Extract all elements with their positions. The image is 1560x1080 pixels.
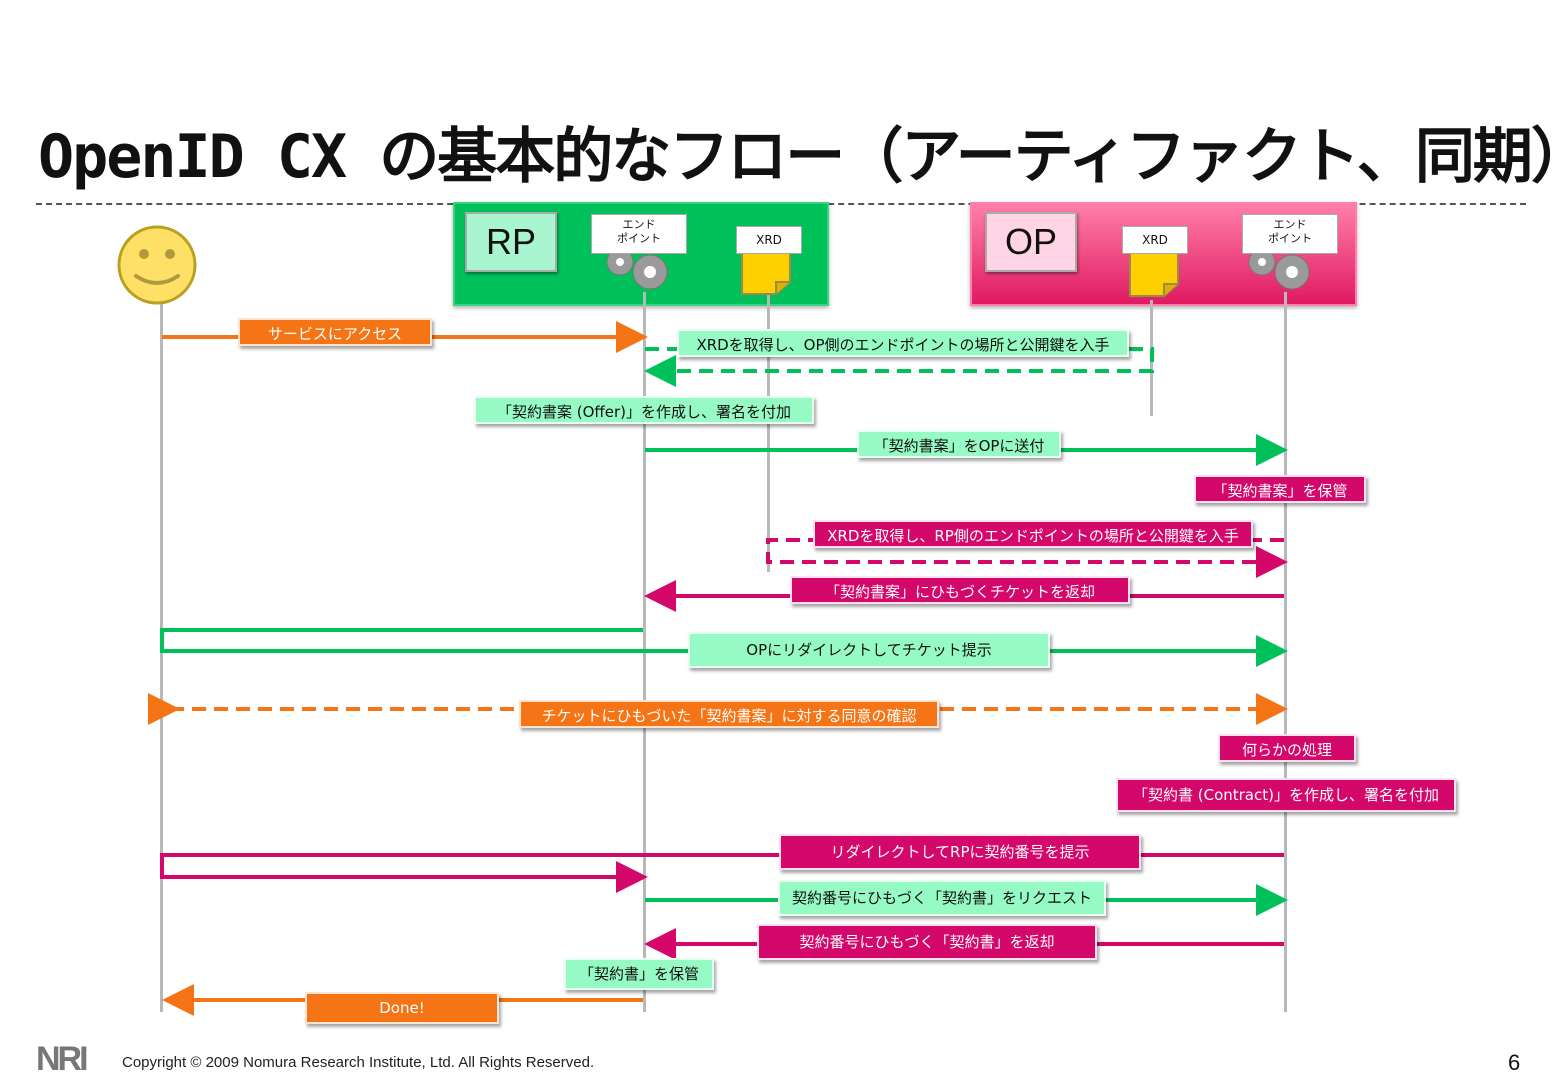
msg-return-contract: 契約番号にひもづく「契約書」を返却 [757, 924, 1097, 960]
copyright-text: Copyright © 2009 Nomura Research Institu… [122, 1054, 595, 1071]
msg-return-ticket: 「契約書案」にひもづくチケットを返却 [790, 576, 1130, 604]
nri-logo: NRI [36, 1040, 89, 1078]
msg-redirect-contract-no: リダイレクトしてRPに契約番号を提示 [779, 834, 1141, 870]
op-xrd-box: XRD [1122, 226, 1188, 254]
rp-label: RP [465, 212, 557, 272]
msg-processing: 何らかの処理 [1218, 734, 1356, 762]
rp-xrd-box: XRD [736, 226, 802, 254]
op-label: OP [985, 212, 1077, 272]
rp-xrd-document-icon [741, 249, 791, 295]
msg-op-get-xrd: XRDを取得し、RP側のエンドポイントの場所と公開鍵を入手 [813, 520, 1253, 548]
user-smiley-icon [117, 225, 197, 305]
msg-store-contract: 「契約書」を保管 [564, 958, 714, 990]
msg-create-contract: 「契約書 (Contract)」を作成し、署名を付加 [1116, 778, 1456, 812]
msg-store-offer: 「契約書案」を保管 [1194, 475, 1366, 503]
op-endpoint-box: エンド ポイント [1242, 214, 1338, 254]
msg-create-offer: 「契約書案 (Offer)」を作成し、署名を付加 [474, 396, 814, 424]
arrow-redirect-contract-no [160, 853, 1284, 893]
msg-request-contract: 契約番号にひもづく「契約書」をリクエスト [778, 880, 1106, 916]
msg-done: Done! [305, 992, 499, 1024]
rp-xrd-lifeline [767, 292, 770, 572]
msg-send-offer: 「契約書案」をOPに送付 [857, 430, 1061, 458]
msg-access: サービスにアクセス [238, 318, 432, 346]
rp-endpoint-box: エンド ポイント [591, 214, 687, 254]
op-gear-icon [1248, 248, 1310, 290]
msg-redirect-ticket: OPにリダイレクトしてチケット提示 [688, 632, 1050, 668]
rp-gear-icon [606, 248, 668, 290]
msg-rp-get-xrd: XRDを取得し、OP側のエンドポイントの場所と公開鍵を入手 [677, 329, 1129, 357]
slide-title: OpenID CX の基本的なフロー（アーティファクト、同期） [38, 122, 1560, 192]
msg-consent: チケットにひもづいた「契約書案」に対する同意の確認 [519, 700, 939, 728]
page-number: 6 [1508, 1050, 1521, 1075]
arrow-op-get-xrd [766, 538, 1288, 578]
user-lifeline [160, 300, 163, 1012]
